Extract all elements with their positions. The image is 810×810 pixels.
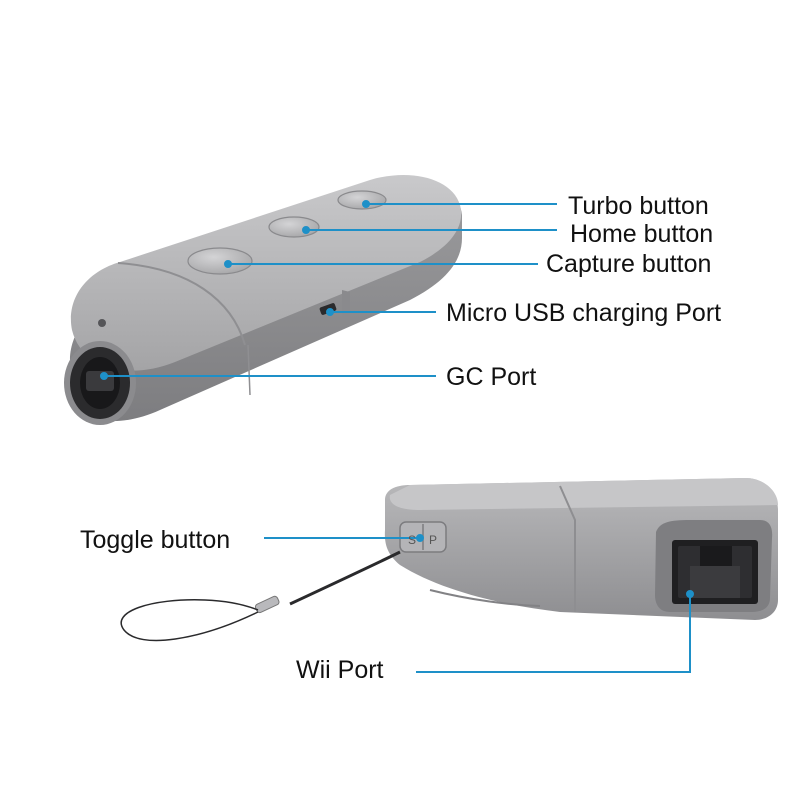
label-wii-port: Wii Port xyxy=(296,656,384,684)
upper-device xyxy=(64,174,462,425)
label-turbo-button: Turbo button xyxy=(568,192,709,220)
gc-port xyxy=(64,341,136,425)
label-capture-button: Capture button xyxy=(546,250,712,278)
turbo-button xyxy=(337,190,387,210)
home-button xyxy=(268,216,320,238)
upper-device-top xyxy=(70,174,462,371)
switch-mark-s: S xyxy=(408,533,416,547)
label-home-button: Home button xyxy=(570,220,714,248)
wii-port xyxy=(655,520,773,612)
switch-mark-p: P xyxy=(429,533,437,547)
label-gc-port: GC Port xyxy=(446,363,537,391)
label-micro-usb-port: Micro USB charging Port xyxy=(446,299,722,327)
label-toggle-button: Toggle button xyxy=(80,526,231,554)
strap-hole xyxy=(98,319,106,327)
lower-device xyxy=(120,478,778,642)
callout-wii-port xyxy=(416,594,691,673)
lanyard xyxy=(120,550,401,642)
capture-button xyxy=(187,247,253,275)
lower-device-top-cap xyxy=(389,478,778,510)
callout-lines xyxy=(100,200,694,673)
upper-device-seam xyxy=(117,262,246,346)
